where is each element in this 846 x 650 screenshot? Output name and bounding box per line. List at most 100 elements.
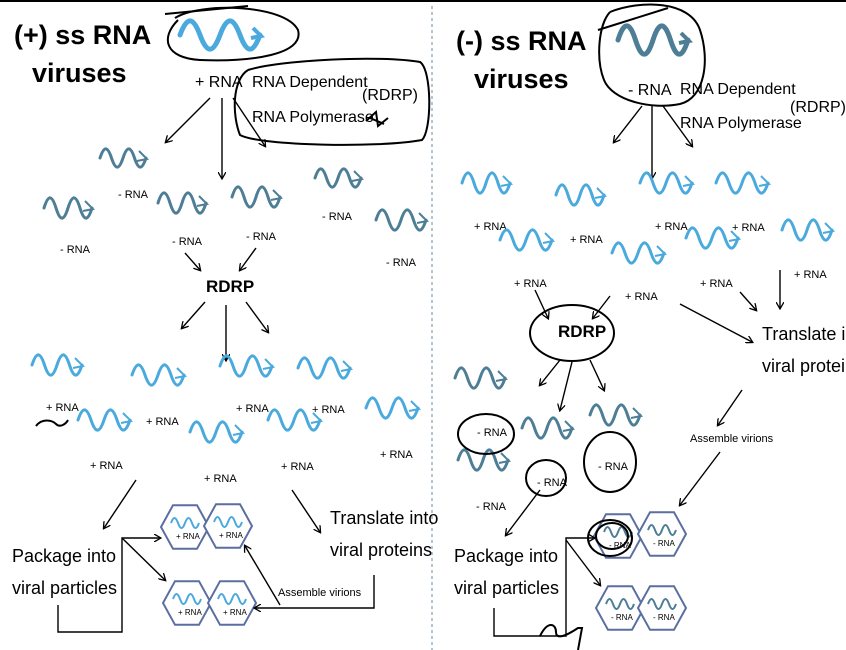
rna-strand <box>453 366 507 390</box>
rna-wave <box>554 183 608 207</box>
rna-wave <box>374 208 430 232</box>
right-title-line1: (-) ss RNA <box>456 26 587 56</box>
virion-hexagon: - RNA <box>636 585 688 631</box>
rna-arrowhead <box>500 175 514 187</box>
virion-label: - RNA <box>653 613 675 622</box>
right-genome-label: - RNA <box>628 82 672 99</box>
left-intermediate-label: - RNA <box>172 236 203 248</box>
left-product-label: + RNA <box>46 402 79 414</box>
right-intermediate-label: + RNA <box>474 221 507 233</box>
left-intermediate-label: - RNA <box>386 257 417 269</box>
rna-strand <box>177 18 263 52</box>
rna-strand <box>456 448 510 472</box>
rna-strand <box>296 356 352 380</box>
rna-wave <box>296 356 354 380</box>
virion-hexagon: - RNA <box>594 585 646 631</box>
left-title-line2: viruses <box>32 58 127 88</box>
right-ink-circle <box>525 459 567 497</box>
left-intermediate-label: - RNA <box>60 244 91 256</box>
rna-strand <box>30 353 84 377</box>
rna-arrowhead <box>408 400 422 412</box>
left-virion-hexagons: + RNA + RNA + RNA + RNA <box>159 503 258 626</box>
rna-wave <box>266 408 324 432</box>
virion-rna-strand <box>170 516 200 530</box>
left-product-label: + RNA <box>90 460 123 472</box>
virion-capsid <box>159 504 211 550</box>
virion-label: + RNA <box>178 608 202 617</box>
left-assemble-label: Assemble virions <box>278 587 362 599</box>
rna-wave <box>230 185 284 209</box>
left-product-label: + RNA <box>204 473 237 485</box>
rna-strand <box>218 354 274 378</box>
virion-capsid <box>161 580 213 626</box>
left-product-label: + RNA <box>146 416 179 428</box>
rna-strand <box>714 171 770 195</box>
left-enzyme-line1: RNA Dependent <box>252 74 368 91</box>
left-genome-circle <box>166 6 300 62</box>
left-genome-wave <box>177 18 266 52</box>
rna-wave <box>218 354 276 378</box>
right-genome-circle <box>598 3 706 107</box>
rna-arrowhead <box>682 175 696 187</box>
virion-rna-strand <box>217 592 247 606</box>
virion-rna-strand <box>647 597 677 611</box>
rna-wave <box>42 196 96 220</box>
right-intermediate-label: + RNA <box>794 269 827 281</box>
virion-hexagon: + RNA <box>161 580 213 626</box>
rna-strand <box>498 228 554 252</box>
rna-strand <box>156 191 208 215</box>
rna-strand <box>460 171 512 195</box>
rna-arrowhead <box>262 358 276 370</box>
rna-strand <box>374 208 428 232</box>
rna-strand <box>588 403 642 427</box>
virion-label: - RNA <box>653 539 675 548</box>
rna-wave <box>460 171 514 195</box>
left-ink-mark <box>35 419 69 427</box>
rna-strand <box>230 185 282 209</box>
right-package-line2: viral particles <box>454 578 559 598</box>
rna-wave <box>30 353 86 377</box>
right-title-line2: viruses <box>474 64 569 94</box>
rna-arrowhead <box>82 200 96 212</box>
virion-hexagon: + RNA <box>202 503 254 549</box>
rna-arrowhead <box>498 452 512 464</box>
rna-arrowhead <box>72 357 86 369</box>
left-package-line2: viral particles <box>12 578 117 598</box>
left-intermediate-label: - RNA <box>322 211 353 223</box>
rna-wave <box>156 191 210 215</box>
left-enzyme-line2: RNA Polymerase <box>252 109 374 126</box>
rna-arrowhead <box>270 189 284 201</box>
left-product-label: + RNA <box>312 404 345 416</box>
rna-arrowhead <box>728 230 742 242</box>
rna-arrowhead <box>174 367 188 379</box>
right-package-line1: Package into <box>454 546 558 566</box>
rna-arrowhead <box>250 26 266 40</box>
rna-wave <box>610 241 668 265</box>
right-intermediate-label: + RNA <box>570 234 603 246</box>
virion-capsid <box>206 580 258 626</box>
rna-wave <box>638 171 696 195</box>
rna-arrowhead <box>822 222 836 234</box>
left-translate-line2: viral proteins <box>330 540 432 560</box>
rna-wave <box>615 23 694 57</box>
right-enzyme-line2: RNA Polymerase <box>680 115 802 132</box>
right-enzyme-line1: RNA Dependent <box>680 81 796 98</box>
rna-arrowhead <box>630 407 644 419</box>
rna-arrowhead <box>416 212 430 224</box>
rna-wave <box>76 408 134 432</box>
right-translate-line2: viral proteins <box>762 356 846 376</box>
rna-arrowhead <box>340 360 354 372</box>
virion-capsid <box>202 503 254 549</box>
left-intermediate-label: - RNA <box>246 231 277 243</box>
left-product-label: + RNA <box>380 449 413 461</box>
right-panel: (-) ss RNA viruses - RNA RNA Dependent R… <box>453 3 846 650</box>
rna-arrowhead <box>196 195 210 207</box>
rna-wave <box>780 218 836 242</box>
rna-strand <box>615 23 691 57</box>
left-title-line1: (+) ss RNA <box>14 20 151 50</box>
right-ink-mark <box>539 624 584 650</box>
virion-rna-strand <box>605 597 635 611</box>
right-rdrp-label: RDRP <box>558 322 606 341</box>
rna-strand <box>313 167 363 189</box>
